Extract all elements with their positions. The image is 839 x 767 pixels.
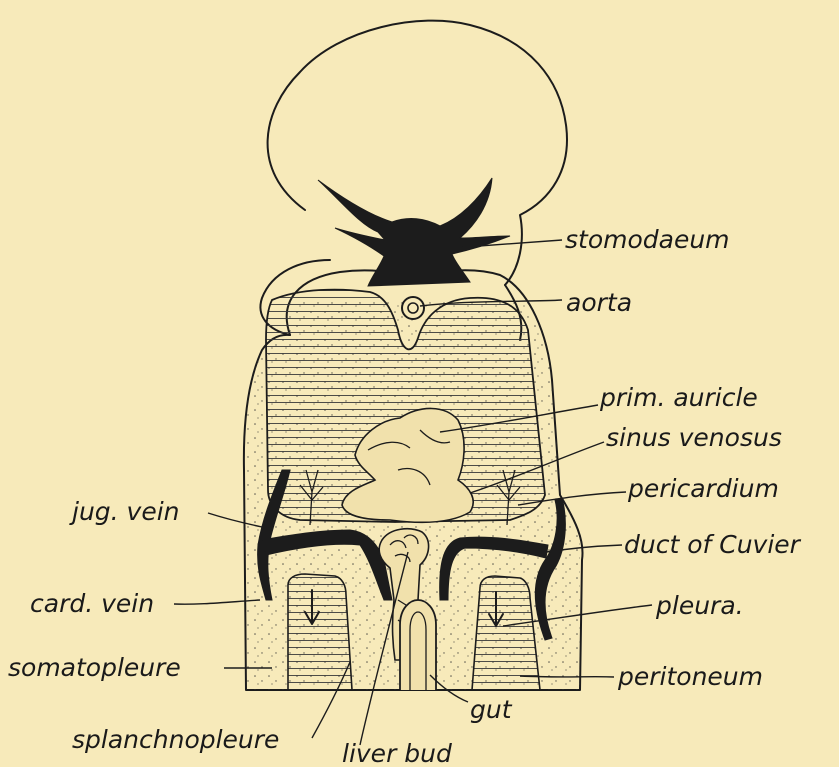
stomodaeum-shape — [318, 178, 510, 286]
label-peritoneum: peritoneum — [617, 662, 763, 691]
label-prim-auricle: prim. auricle — [599, 383, 758, 412]
label-duct-of-cuvier: duct of Cuvier — [624, 530, 802, 559]
label-somatopleure: somatopleure — [8, 653, 181, 682]
pleural-cavity-left — [288, 574, 352, 690]
label-jug-vein: jug. vein — [69, 497, 180, 526]
label-stomodaeum: stomodaeum — [565, 225, 730, 254]
label-card-vein: card. vein — [30, 589, 154, 618]
label-aorta: aorta — [566, 288, 632, 317]
aorta-vessel — [402, 297, 424, 319]
pleural-cavity-right — [472, 576, 540, 690]
label-pleura: pleura. — [655, 591, 744, 620]
label-gut: gut — [470, 695, 513, 724]
label-liver-bud: liver bud — [342, 739, 452, 767]
label-splanchnopleure: splanchnopleure — [72, 725, 279, 754]
label-pericardium: pericardium — [627, 474, 779, 503]
label-sinus-venosus: sinus venosus — [606, 423, 782, 452]
